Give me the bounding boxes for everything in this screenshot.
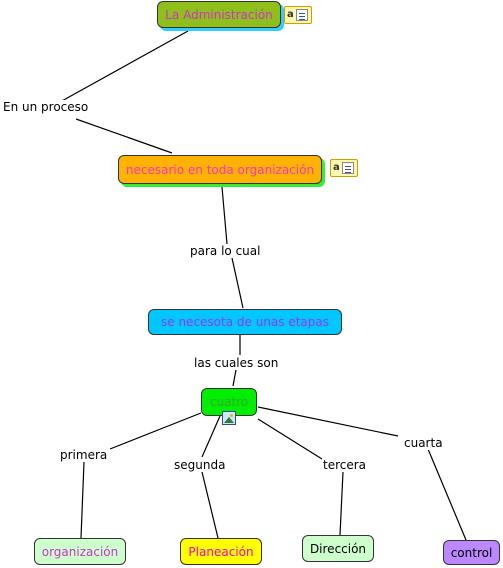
concept-label: Planeación [188,544,254,559]
concept-label: se necesota de unas etapas [161,315,329,329]
link-label-las-cuales-son: las cuales son [194,356,279,370]
link-label-tercera: tercera [323,458,367,472]
concept-label: control [450,545,493,560]
concept-la-administracion[interactable]: La Administración [157,1,281,28]
concept-label: necesario en toda organización [125,162,315,177]
note-glyph-letter: a [333,162,340,173]
concept-se-necesota-de-unas-etapas[interactable]: se necesota de unas etapas [148,309,342,335]
connector-line [231,257,244,309]
connector-line [201,471,219,539]
link-label-cuarta: cuarta [404,436,443,450]
note-icon[interactable]: a [284,6,312,24]
connector-line [201,415,221,458]
connector-line [80,461,85,539]
concept-planeacion[interactable]: Planeación [180,538,262,565]
concept-label: organización [41,544,119,559]
connector-line [109,412,202,450]
link-label-segunda: segunda [174,458,226,472]
connector-line [232,369,237,387]
concept-organizacion[interactable]: organización [34,538,126,565]
concept-label: La Administración [165,7,273,22]
concept-direccion[interactable]: Dirección [302,535,374,562]
link-label-primera: primera [60,448,108,462]
note-page-icon [341,162,354,174]
connector-line [75,118,173,154]
link-label-para-lo-cual: para lo cual [190,244,261,258]
note-icon[interactable]: a [330,159,358,177]
connector-line [257,418,323,460]
concept-necesario-en-toda-organizacion[interactable]: necesario en toda organización [118,155,322,184]
concept-label: cuatro [209,395,249,409]
note-page-icon [295,9,308,21]
image-icon[interactable] [222,411,236,425]
link-label-en-un-proceso: En un proceso [3,100,89,114]
connector-line [257,406,399,437]
concept-control[interactable]: control [443,540,500,565]
connector-line [427,448,467,541]
note-glyph-letter: a [287,9,294,20]
connector-line [221,186,228,245]
connector-line [59,30,189,103]
connector-line [339,471,344,536]
concept-label: Dirección [309,541,367,556]
